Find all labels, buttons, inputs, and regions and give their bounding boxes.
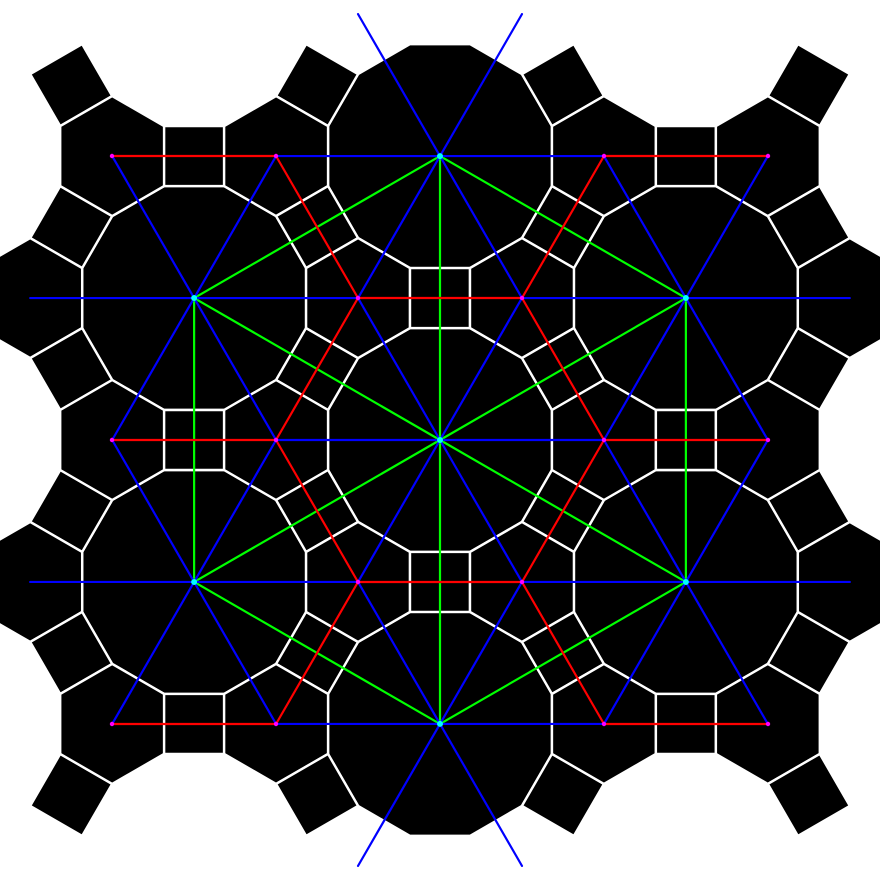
blue-lattice-line [356,13,442,158]
dodecagon-centre-node [682,295,689,302]
blue-lattice-line [111,154,196,300]
red-lattice-line [274,296,360,442]
dodecagon-centre-node [682,578,689,585]
hexagon-centre-node [109,153,115,159]
blue-lattice-line [684,296,769,442]
blue-lattice-line [111,438,196,584]
blue-lattice-line [602,438,687,584]
blue-lattice-line [684,438,769,584]
hexagon-centre-node [273,721,279,727]
hexagon-centre-node [273,437,279,443]
blue-lattice-line [602,296,687,442]
blue-lattice-line [356,154,442,300]
blue-lattice-line [684,154,769,300]
blue-lattice-line [356,438,442,584]
hexagon-centre-node [765,437,771,443]
blue-lattice-line [356,580,442,726]
blue-lattice-line [602,154,687,300]
red-lattice-line [274,580,360,726]
dodecagon-centre-node [437,153,443,160]
hexagon-centre-node [601,437,607,443]
blue-lattice-line [111,580,196,726]
blue-lattice-line [438,13,524,158]
blue-lattice-line [193,580,278,726]
red-lattice-line [520,296,606,442]
hexagon-centre-node [519,579,525,585]
hexagon-centre-node [355,579,361,585]
hexagon-centre-node [273,153,279,159]
hexagon-centre-node [601,153,607,159]
dodecagon-centre-node [437,720,443,727]
blue-lattice-line [193,154,278,300]
hexagon-centre-node [765,153,771,159]
blue-lattice-line [684,580,769,726]
red-lattice-line [274,438,360,584]
blue-lattice-line [438,438,524,584]
hexagon-centre-node [519,295,525,301]
blue-lattice-line [438,722,524,867]
dodecagon-centre-node [191,578,198,585]
blue-lattice-line [193,438,278,584]
square-tile [766,752,851,838]
dodecagon-centre-node [191,295,198,302]
hexagon-centre-node [109,437,115,443]
blue-lattice-line [438,580,524,726]
blue-lattice-line [111,296,196,442]
lattice-line-layer [29,13,851,867]
square-tile [274,752,360,838]
blue-lattice-line [438,154,524,300]
blue-lattice-line [602,580,687,726]
hexagon-centre-node [765,721,771,727]
hexagon-centre-node [109,721,115,727]
red-lattice-line [520,580,606,726]
red-lattice-line [274,154,360,300]
blue-lattice-line [438,296,524,442]
blue-lattice-line [193,296,278,442]
red-lattice-line [520,154,606,300]
red-lattice-line [520,438,606,584]
dodecagon-centre-node [437,437,443,443]
blue-lattice-line [356,722,442,867]
hexagon-centre-node [355,295,361,301]
hexagon-centre-node [601,721,607,727]
lattice-node-layer [109,153,771,727]
blue-lattice-line [356,296,442,442]
